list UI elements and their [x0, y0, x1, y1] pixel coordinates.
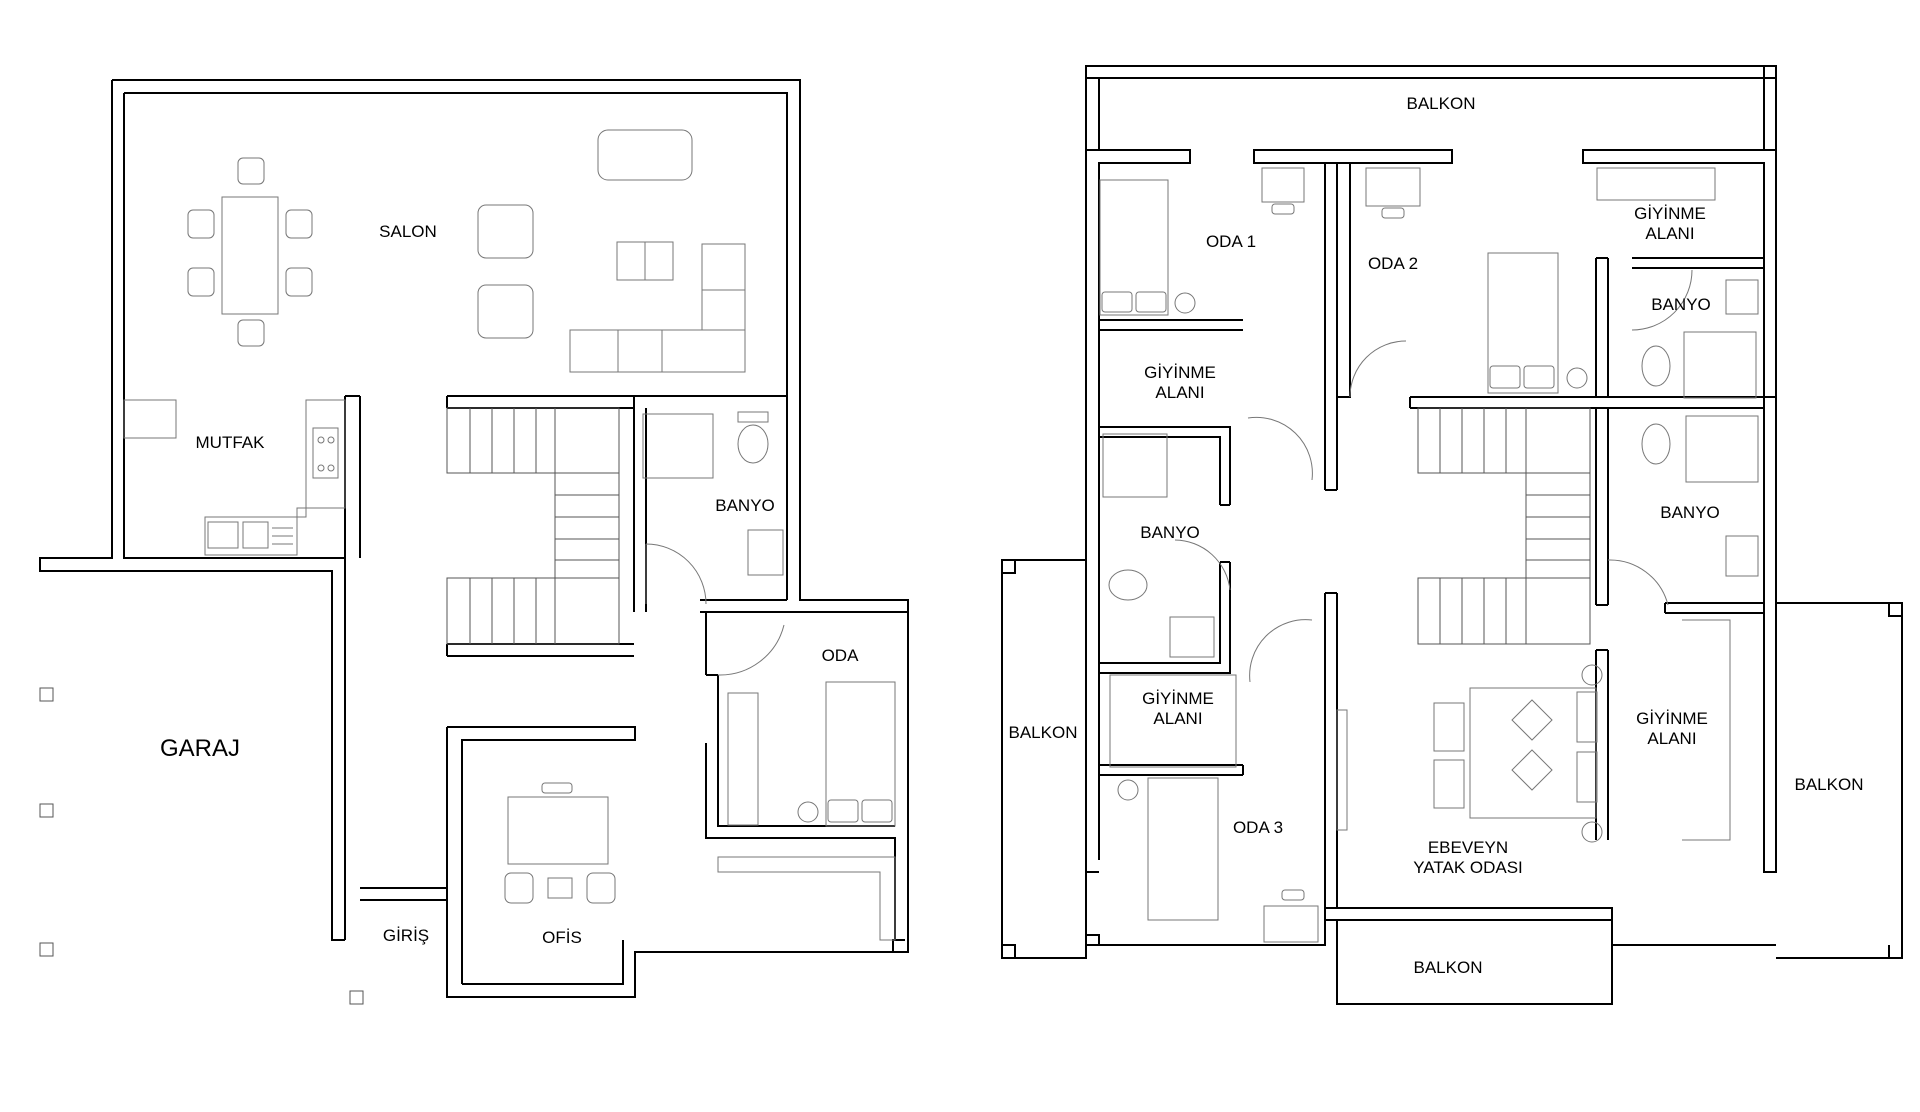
label-balkon-top: BALKON: [1407, 94, 1476, 113]
label-balkon-bottom: BALKON: [1414, 958, 1483, 977]
label-oda-1: ODA 1: [1206, 232, 1256, 251]
label-oda-2: ODA 2: [1368, 254, 1418, 273]
upper-floor-furniture: [1099, 167, 1759, 943]
garage-posts: [39, 687, 364, 1005]
ground-bathroom-fixtures: [642, 411, 784, 605]
label-giyinme-right-lower-2: ALANI: [1647, 729, 1696, 748]
ground-floor-stairs: [446, 407, 620, 645]
label-banyo: BANYO: [715, 496, 775, 515]
label-giyinme-left-lower-1: GİYİNME: [1142, 689, 1214, 708]
upper-floor-plan: BALKON ODA 1 ODA 2 GİYİNME ALANI BANYO G…: [1001, 65, 1903, 1005]
label-salon: SALON: [379, 222, 437, 241]
label-garaj: GARAJ: [160, 735, 240, 762]
label-giyinme-left-2: ALANI: [1155, 383, 1204, 402]
label-giyinme-top-right-2: ALANI: [1645, 224, 1694, 243]
label-oda-3: ODA 3: [1233, 818, 1283, 837]
kitchen-counter: [123, 399, 346, 556]
label-banyo-left: BANYO: [1140, 523, 1200, 542]
label-balkon-right: BALKON: [1795, 775, 1864, 794]
ground-bedroom-bed: [717, 624, 896, 827]
label-giyinme-top-right-1: GİYİNME: [1634, 204, 1706, 223]
dining-table: [187, 157, 313, 347]
label-banyo-right: BANYO: [1660, 503, 1720, 522]
label-ofis: OFİS: [542, 928, 582, 947]
ground-floor-walls: [39, 79, 909, 998]
label-banyo-top-right: BANYO: [1651, 295, 1711, 314]
label-ebeveyn-2: YATAK ODASI: [1413, 858, 1523, 877]
label-balkon-left: BALKON: [1009, 723, 1078, 742]
upper-floor-stairs: [1417, 407, 1591, 645]
label-giyinme-right-lower-1: GİYİNME: [1636, 709, 1708, 728]
label-mutfak: MUTFAK: [196, 433, 266, 452]
living-room-furniture: [477, 129, 746, 373]
label-oda: ODA: [822, 646, 860, 665]
label-giyinme-left-lower-2: ALANI: [1153, 709, 1202, 728]
label-giyinme-left-1: GİYİNME: [1144, 363, 1216, 382]
label-giris: GİRİŞ: [383, 926, 429, 945]
ground-floor-plan: SALON MUTFAK BANYO ODA GARAJ GİRİŞ OFİS: [39, 79, 909, 1005]
upper-floor-walls: [1001, 65, 1903, 1005]
label-ebeveyn-1: EBEVEYN: [1428, 838, 1508, 857]
office-desk: [504, 782, 896, 941]
